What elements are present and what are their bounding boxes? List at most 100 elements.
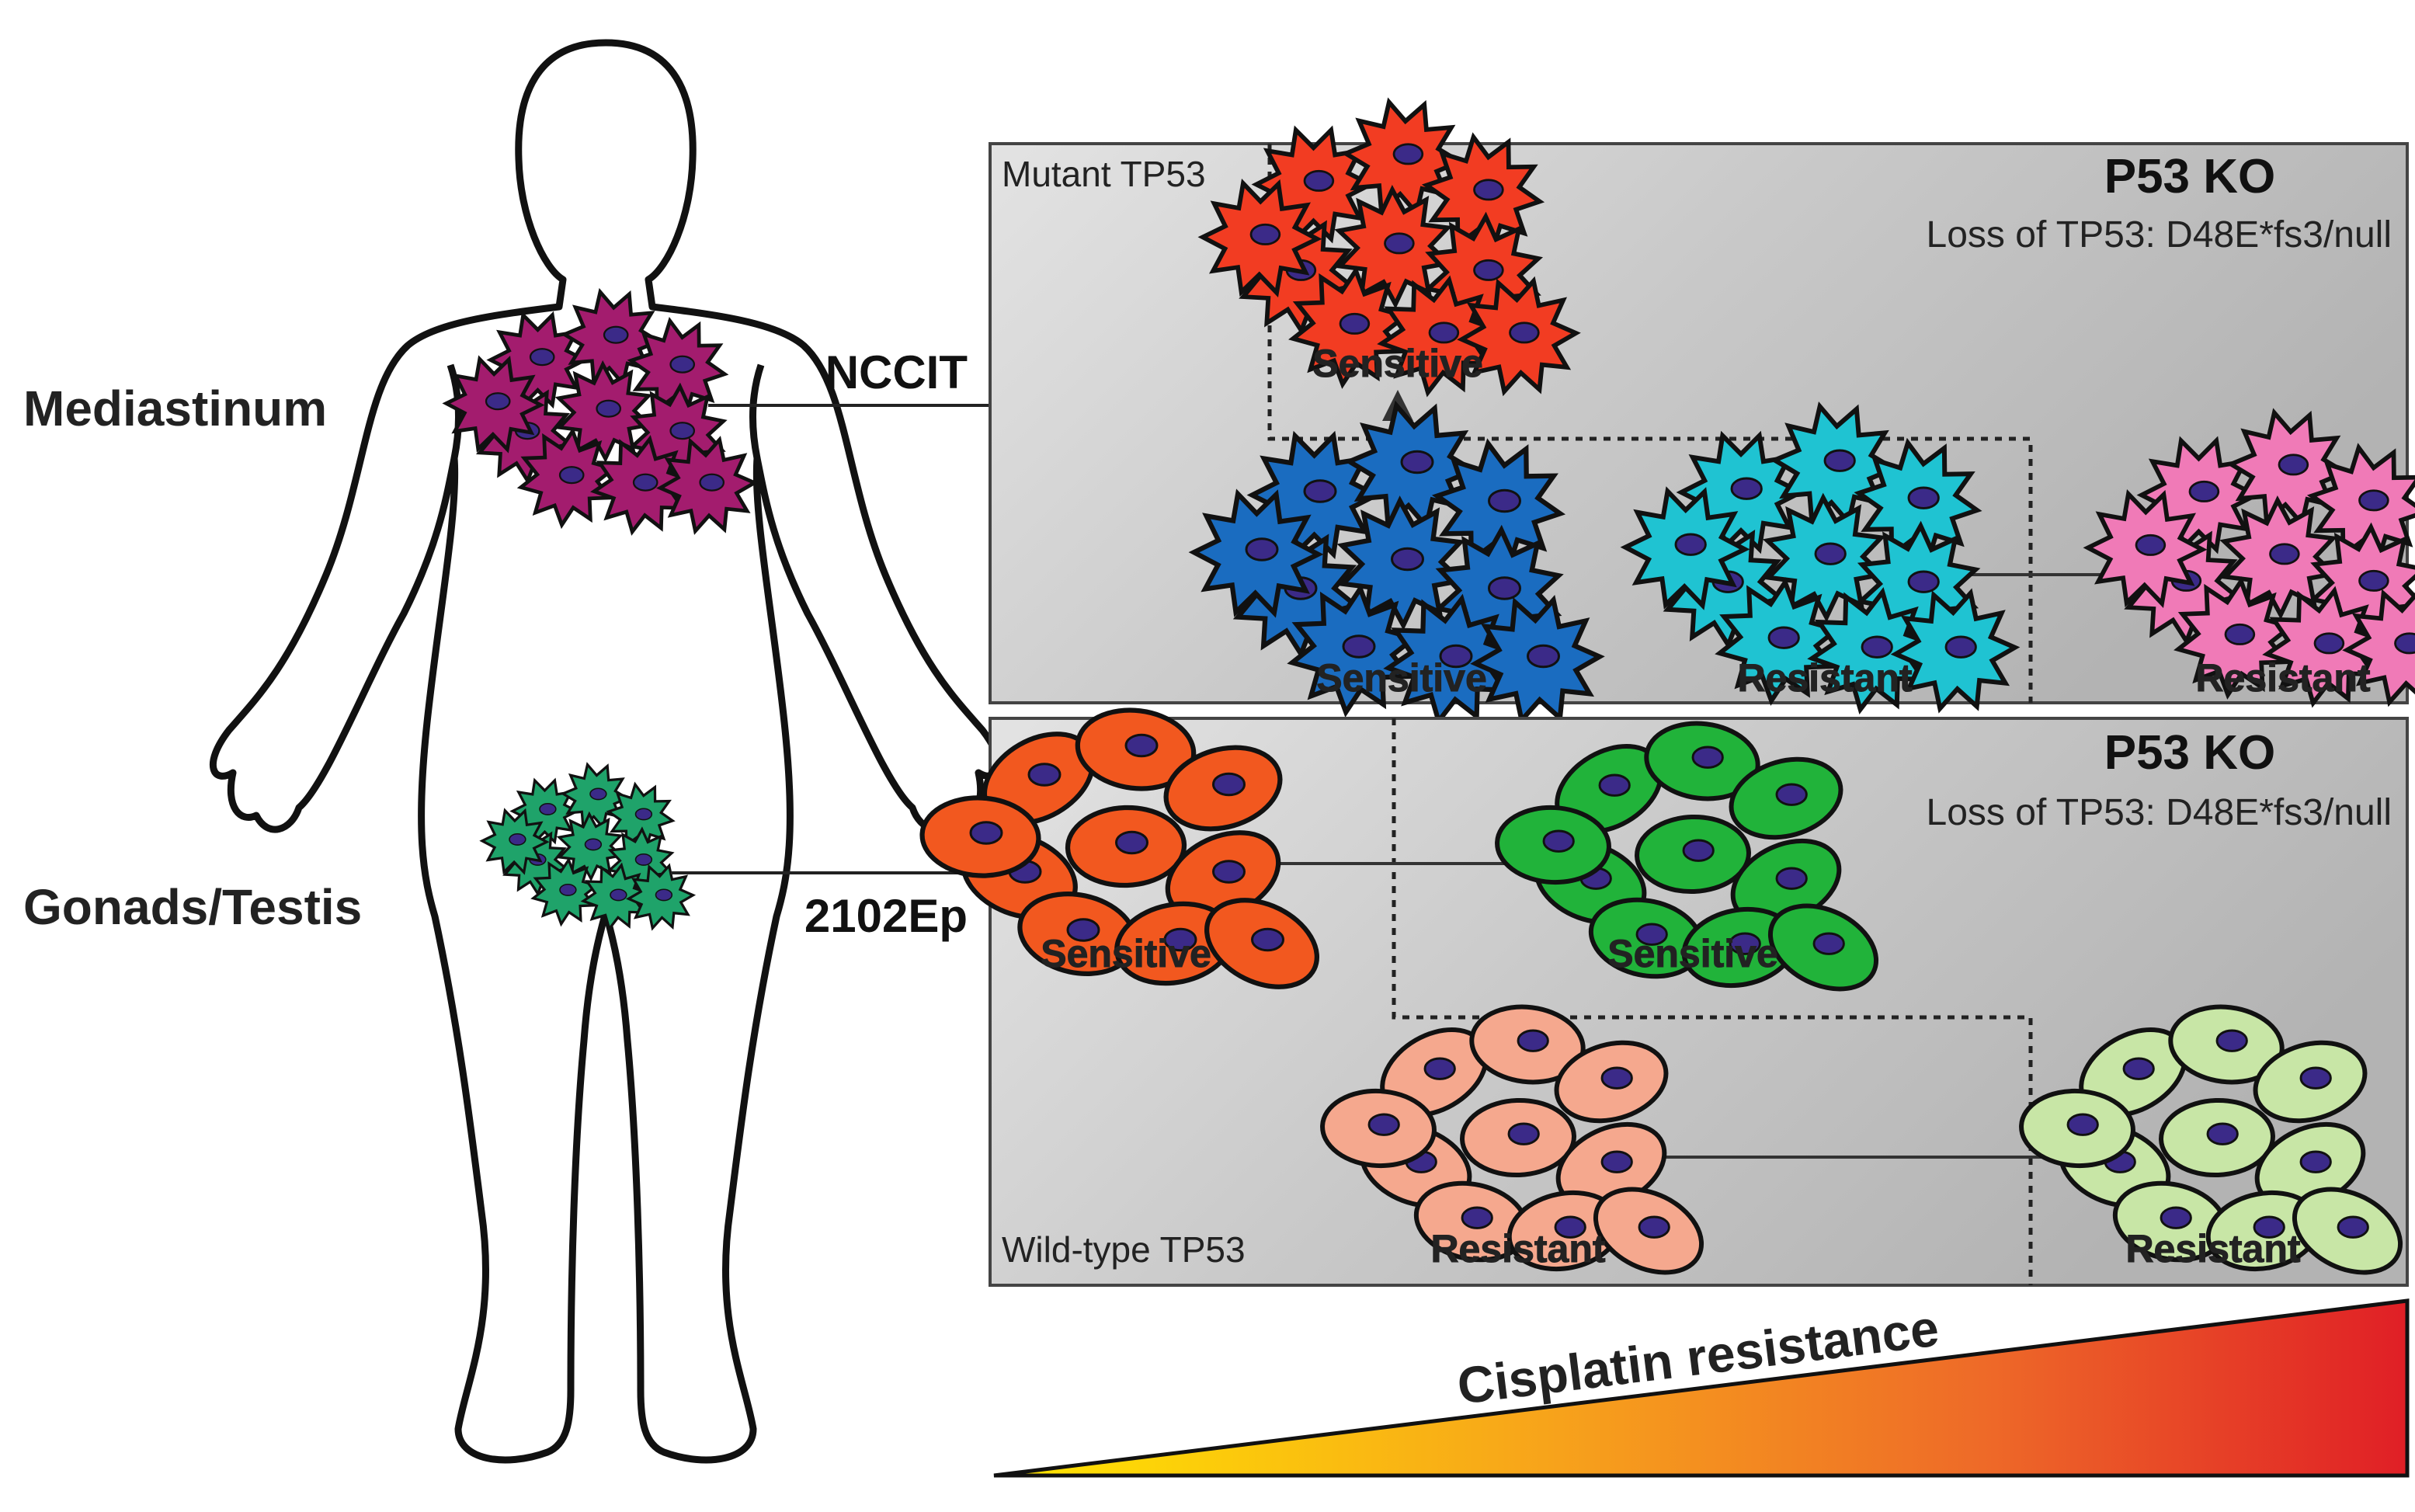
cell-nucleus xyxy=(1676,534,1705,554)
cell-nucleus xyxy=(1909,572,1938,592)
cell-nucleus xyxy=(1251,224,1280,244)
cell-nucleus xyxy=(2124,1058,2153,1079)
cell-nucleus xyxy=(1777,784,1806,805)
cell-nucleus xyxy=(1693,747,1722,767)
cell-nucleus xyxy=(1305,171,1333,190)
mutant-tp53-panel: Mutant TP53 P53 KO Loss of TP53: D48E*fs… xyxy=(990,103,2415,721)
cell-nucleus xyxy=(2161,1208,2191,1228)
cell-nucleus xyxy=(530,349,554,365)
cell-nucleus xyxy=(1425,1058,1454,1079)
cell-nucleus xyxy=(1402,451,1433,473)
cell-nucleus xyxy=(2360,571,2389,590)
cell-nucleus xyxy=(1862,637,1892,657)
cell-nucleus xyxy=(2360,491,2389,510)
cell-nucleus xyxy=(656,889,672,900)
cell-nucleus xyxy=(700,474,724,491)
cell-nucleus xyxy=(636,854,652,865)
cell-nucleus xyxy=(1684,840,1713,860)
cell-nucleus xyxy=(636,808,652,819)
cell-nucleus xyxy=(2208,1124,2237,1144)
cell-nucleus xyxy=(971,822,1002,844)
cell-nucleus xyxy=(1385,234,1414,253)
cell-nucleus xyxy=(2136,535,2165,554)
light-green-cluster-label: Resistant xyxy=(2125,1227,2300,1270)
cell-nucleus xyxy=(2068,1114,2097,1135)
cell-nucleus xyxy=(671,356,694,373)
cell-nucleus xyxy=(1732,478,1761,499)
cell-nucleus xyxy=(560,885,576,895)
cyan-cluster-label: Resistant xyxy=(1737,656,1912,700)
cell-nucleus xyxy=(1600,775,1629,795)
cell-nucleus xyxy=(1117,832,1148,853)
cell-nucleus xyxy=(2226,624,2254,644)
cell-nucleus xyxy=(586,839,602,850)
cell-nucleus xyxy=(604,327,627,343)
cell-nucleus xyxy=(1392,548,1423,570)
cell-nucleus xyxy=(540,804,556,815)
cell-nucleus xyxy=(1518,1031,1548,1051)
cell-nucleus xyxy=(1475,260,1503,280)
bottom-panel-title: P53 KO xyxy=(2104,726,2276,780)
bottom-panel-subtitle: Loss of TP53: D48E*fs3/null xyxy=(1927,792,2392,833)
cell-nucleus xyxy=(1126,735,1157,756)
cell-nucleus xyxy=(590,788,606,799)
cell-nucleus xyxy=(2338,1217,2368,1237)
cell-nucleus xyxy=(2271,544,2299,564)
cell-nucleus xyxy=(1430,323,1458,342)
cell-nucleus xyxy=(486,393,509,409)
cell-nucleus xyxy=(2396,634,2415,653)
cell-nucleus xyxy=(1602,1152,1631,1172)
cell-nucleus xyxy=(597,401,620,417)
cell-nucleus xyxy=(1475,180,1503,200)
cell-nucleus xyxy=(1214,773,1245,795)
cell-nucleus xyxy=(1214,861,1245,883)
cell-nucleus xyxy=(1343,636,1374,658)
cell-nucleus xyxy=(1769,627,1798,648)
cell-nucleus xyxy=(2301,1152,2330,1172)
red-cluster-label: Sensitive xyxy=(1312,342,1483,385)
cell-nucleus xyxy=(610,889,627,900)
cell-nucleus xyxy=(1029,764,1060,786)
cell-nucleus xyxy=(671,422,694,439)
cell-nucleus xyxy=(1825,450,1854,471)
cell-nucleus xyxy=(1510,323,1539,342)
cell-nucleus xyxy=(1489,578,1520,600)
cell-nucleus xyxy=(1253,929,1284,951)
bottom-panel-corner-label: Wild-type TP53 xyxy=(1002,1229,1246,1270)
cell-nucleus xyxy=(1816,544,1845,564)
cell-nucleus xyxy=(2217,1031,2246,1051)
cell-nucleus xyxy=(1602,1068,1631,1088)
cell-nucleus xyxy=(1369,1114,1399,1135)
cell-nucleus xyxy=(1777,868,1806,888)
cell-nucleus xyxy=(1246,539,1277,561)
mediastinum-label: Mediastinum xyxy=(23,381,327,436)
salmon-cluster-label: Resistant xyxy=(1430,1227,1605,1270)
wild-type-tp53-panel: Wild-type TP53 P53 KO Loss of TP53: D48E… xyxy=(920,704,2414,1288)
nccit-label: NCCIT xyxy=(825,346,968,398)
cell-nucleus xyxy=(2315,634,2344,653)
cell-nucleus xyxy=(634,474,657,491)
cell-nucleus xyxy=(2301,1068,2330,1088)
cell-nucleus xyxy=(1909,488,1938,508)
cell-nucleus xyxy=(1946,637,1975,657)
gonads-label: Gonads/Testis xyxy=(23,879,362,935)
cell-nucleus xyxy=(1489,490,1520,512)
cell-nucleus xyxy=(1528,645,1559,667)
cell-nucleus xyxy=(1639,1217,1669,1237)
top-panel-corner-label: Mutant TP53 xyxy=(1002,154,1206,194)
pink-cluster-label: Resistant xyxy=(2195,656,2370,700)
cell-nucleus xyxy=(509,834,526,845)
orange-cluster-label: Sensitive xyxy=(1041,932,1211,975)
cell-nucleus xyxy=(1814,933,1843,954)
cell-nucleus xyxy=(1462,1208,1492,1228)
blue-cluster-label: Sensitive xyxy=(1316,656,1487,700)
top-panel-subtitle: Loss of TP53: D48E*fs3/null xyxy=(1927,214,2392,255)
cell-nucleus xyxy=(1509,1124,1538,1144)
human-body-outline xyxy=(213,43,998,1460)
2102ep-label: 2102Ep xyxy=(804,890,968,942)
cell-nucleus xyxy=(1305,481,1336,502)
cell-nucleus xyxy=(1394,144,1423,164)
green-cluster-label: Sensitive xyxy=(1607,932,1778,975)
